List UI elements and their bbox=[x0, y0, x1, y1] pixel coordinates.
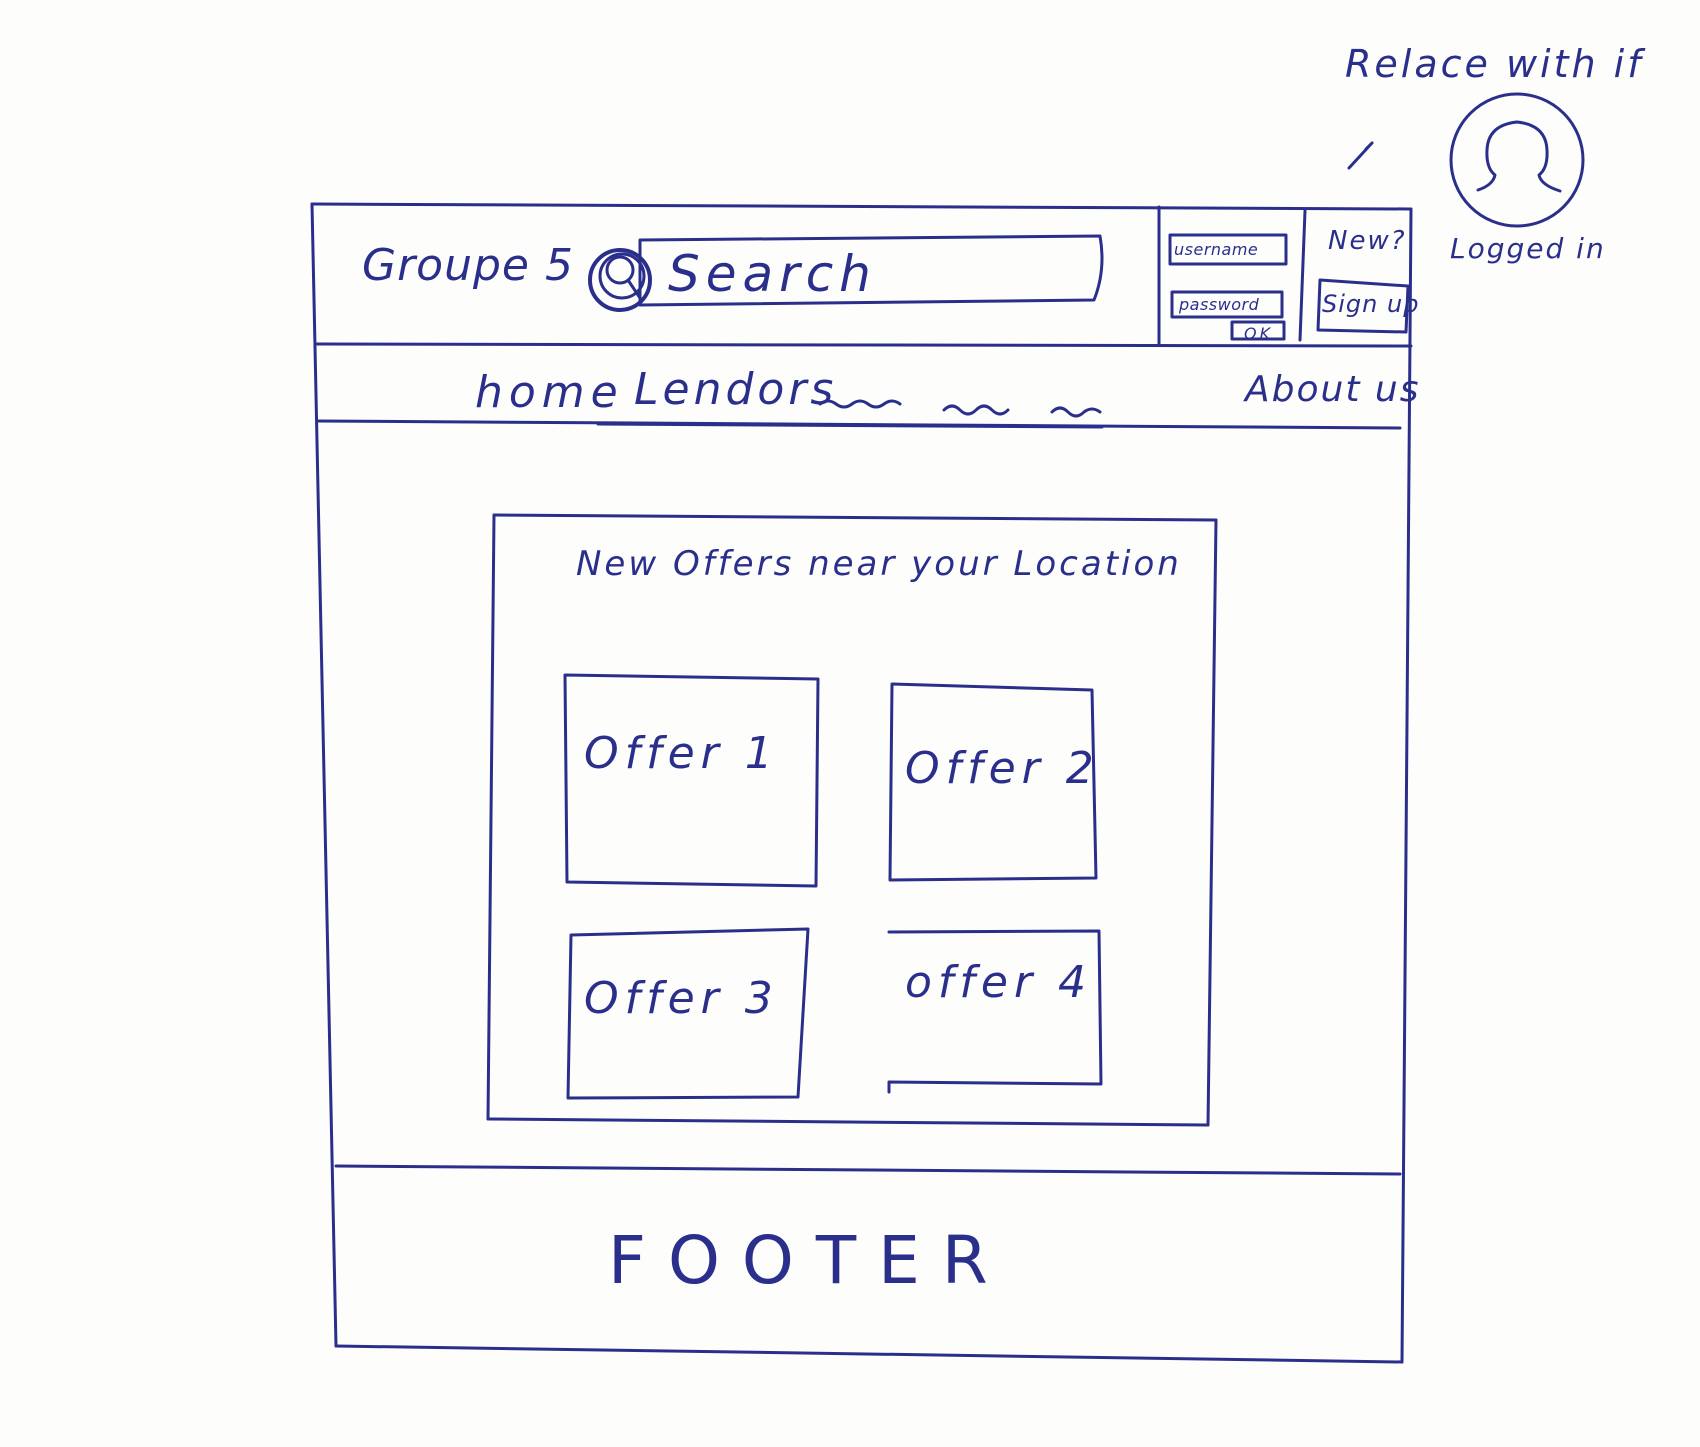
page-frame bbox=[310, 202, 1413, 1364]
offer-card-2[interactable]: Offer 2 bbox=[905, 743, 1100, 794]
header-divider bbox=[314, 342, 1413, 348]
password-field bbox=[1170, 290, 1284, 319]
search-input[interactable]: Search bbox=[668, 245, 877, 303]
new-user-prompt: New? bbox=[1328, 226, 1407, 256]
offers-container bbox=[486, 513, 1218, 1127]
footer-label: FOOTER bbox=[608, 1222, 1010, 1299]
offer-card-2-outline bbox=[888, 682, 1098, 882]
annotation-arrow bbox=[1347, 141, 1374, 170]
annotation-note: Relace with if bbox=[1345, 42, 1644, 86]
nav-squiggle-2 bbox=[942, 404, 1010, 416]
annotation-state-label: Logged in bbox=[1450, 232, 1606, 265]
offer-card-4-outline bbox=[887, 929, 1103, 1094]
user-avatar-icon bbox=[1449, 92, 1585, 228]
ok-button-outline bbox=[1230, 320, 1286, 341]
offers-section-title: New Offers near your Location bbox=[576, 544, 1182, 584]
signup-button[interactable]: Sign up bbox=[1322, 290, 1420, 318]
username-field-label[interactable]: username bbox=[1174, 240, 1259, 259]
offer-card-4[interactable]: offer 4 bbox=[905, 957, 1093, 1008]
offer-card-3-outline bbox=[566, 927, 810, 1100]
signup-button-outline bbox=[1316, 278, 1410, 334]
nav-item-about-us[interactable]: About us bbox=[1245, 369, 1421, 410]
nav-squiggle-1 bbox=[818, 399, 902, 409]
nav-squiggles bbox=[818, 399, 1102, 418]
offer-card-3[interactable]: Offer 3 bbox=[584, 973, 779, 1024]
signup-area-divider bbox=[1298, 209, 1307, 342]
nav-squiggle-3 bbox=[1050, 406, 1102, 418]
nav-underline bbox=[596, 422, 1104, 429]
username-field bbox=[1168, 233, 1288, 266]
offer-card-1[interactable]: Offer 1 bbox=[584, 728, 779, 779]
ok-button[interactable]: OK bbox=[1244, 324, 1274, 343]
nav-item-lendors[interactable]: Lendors bbox=[634, 364, 838, 415]
offer-card-1-outline bbox=[563, 673, 820, 888]
search-icon bbox=[588, 248, 652, 312]
footer-divider bbox=[334, 1164, 1402, 1176]
site-logo[interactable]: Groupe 5 bbox=[362, 240, 574, 291]
password-field-label[interactable]: password bbox=[1179, 295, 1260, 314]
search-input-outline bbox=[638, 234, 1104, 307]
nav-item-home[interactable]: home bbox=[475, 367, 624, 418]
